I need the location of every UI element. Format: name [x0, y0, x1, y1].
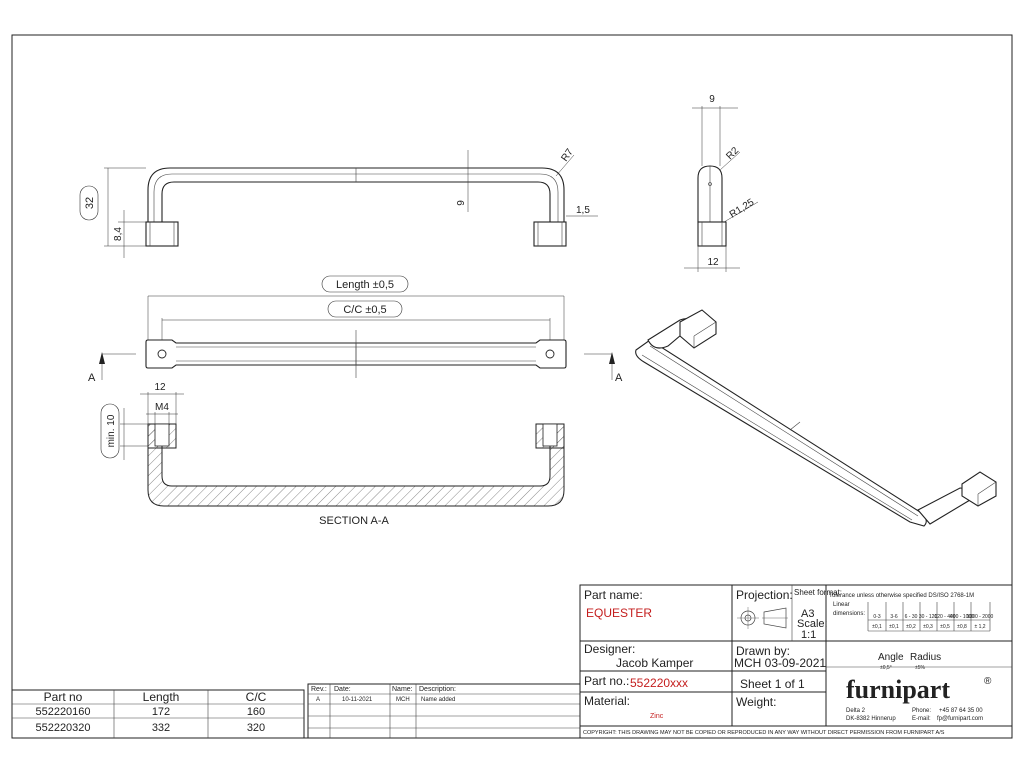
- title-block: Part name: EQUESTER Projection: Sheet fo…: [579, 584, 1013, 739]
- weight-label: Weight:: [736, 695, 776, 709]
- rev-header: Name:: [392, 686, 413, 693]
- side-9-label: 9: [709, 94, 715, 105]
- rev-cell: 10-11-2021: [342, 697, 373, 703]
- tol-value: ±0,3: [923, 624, 933, 630]
- parts-table: Part no Length C/C 552220160 172 160 552…: [11, 689, 305, 739]
- m4-label: M4: [155, 402, 169, 413]
- tol-range: 120 - 400: [934, 614, 955, 620]
- company-logo: furnipart: [846, 675, 950, 704]
- length-label: Length ±0,5: [336, 279, 394, 291]
- tol-range: 0-3: [873, 614, 880, 620]
- parts-cell: 320: [247, 722, 265, 734]
- radius-label: Radius: [910, 652, 941, 663]
- tol-range: 30 - 120: [919, 614, 938, 620]
- parts-header-partno: Part no: [44, 690, 83, 704]
- phone-value: +45 87 64 35 00: [939, 708, 983, 714]
- scale-label: Scale:: [797, 618, 828, 630]
- part-no-value: 552220xxx: [630, 676, 688, 690]
- linear-label: Linear: [833, 602, 850, 608]
- min10-label: min. 10: [106, 414, 117, 447]
- parts-header-cc: C/C: [246, 690, 267, 704]
- tol-range: 400 - 1000: [950, 614, 974, 620]
- section-12-label: 12: [154, 382, 166, 393]
- company-address-2: DK-8382 Hinnerup: [846, 716, 896, 722]
- material-value: Zinc: [650, 713, 664, 720]
- designer-label: Designer:: [584, 642, 635, 656]
- tolerance-grid: [867, 602, 991, 632]
- section-view: 12 M4 min. 10 SECTION A-A: [100, 382, 565, 527]
- isometric-view: [635, 309, 997, 527]
- r2-label: R2: [724, 145, 741, 162]
- material-label: Material:: [584, 694, 630, 708]
- top-view: Length ±0,5 C/C ±0,5 A A: [88, 275, 623, 384]
- phone-label: Phone:: [912, 708, 931, 714]
- sheet-info: Sheet 1 of 1: [740, 677, 805, 691]
- tol-value: ±0,2: [906, 624, 916, 630]
- height-32-label: 32: [84, 197, 96, 209]
- dim-1-5-label: 1,5: [576, 205, 590, 216]
- parts-header-length: Length: [143, 690, 180, 704]
- tolerance-title: Tolerance unless otherwise specified DS/…: [829, 593, 974, 599]
- sheet-format-value: A3: [801, 608, 814, 620]
- projection-symbol-icon: [737, 607, 788, 629]
- drawn-by-label: Drawn by:: [736, 644, 790, 658]
- email-value: fp@furnipart.com: [937, 716, 983, 722]
- part-no-label: Part no.:: [584, 674, 629, 688]
- rev-cell: A: [316, 697, 320, 703]
- tol-value: ±0,1: [872, 624, 882, 630]
- rev-header: Description:: [419, 686, 456, 693]
- rev-cell: Name added: [421, 697, 455, 703]
- email-label: E-mail:: [912, 716, 931, 722]
- projection-label: Projection:: [736, 588, 793, 602]
- company-address-1: Delta 2: [846, 708, 866, 714]
- tol-value: ± 1,2: [974, 624, 985, 630]
- dimensions-label: dimensions:: [833, 611, 865, 617]
- tol-value: ±0,5: [940, 624, 950, 630]
- dim-9-front-label: 9: [456, 200, 467, 206]
- part-name-value: EQUESTER: [586, 606, 652, 620]
- tol-range: 1000 - 2000: [967, 614, 994, 620]
- r1-25-label: R1,25: [728, 197, 757, 221]
- registered-mark: ®: [984, 676, 992, 687]
- angle-label: Angle: [878, 652, 904, 663]
- side-view: 9 R2 R1,25 12: [684, 94, 759, 272]
- designer-value: Jacob Kamper: [616, 656, 693, 670]
- angle-value: ±0,5°: [880, 665, 892, 671]
- parts-cell: 552220320: [35, 722, 90, 734]
- revision-table: Rev.: Date: Name: Description: A 10-11-2…: [307, 683, 581, 739]
- front-view: 32 8,4 9 R7 1,5: [79, 147, 598, 258]
- parts-cell: 160: [247, 706, 265, 718]
- tol-range: 6 - 30: [905, 614, 918, 620]
- rev-cell: MCH: [396, 697, 410, 703]
- tol-value: ±0,1: [889, 624, 899, 630]
- side-12-label: 12: [707, 257, 719, 268]
- cc-label: C/C ±0,5: [343, 304, 386, 316]
- parts-cell: 332: [152, 722, 170, 734]
- section-title: SECTION A-A: [319, 515, 389, 527]
- tol-value: ±0,8: [957, 624, 967, 630]
- parts-cell: 552220160: [35, 706, 90, 718]
- height-8-4-label: 8,4: [113, 227, 124, 241]
- part-name-label: Part name:: [584, 588, 643, 602]
- sheet-format-label: Sheet format:: [794, 588, 842, 597]
- tol-range: 3-6: [890, 614, 897, 620]
- r7-label: R7: [559, 147, 576, 164]
- parts-cell: 172: [152, 706, 170, 718]
- copyright-text: COPYRIGHT: THIS DRAWING MAY NOT BE COPIE…: [583, 730, 945, 736]
- rev-header: Rev.:: [311, 686, 327, 693]
- rev-header: Date:: [334, 686, 351, 693]
- drawn-by-value: MCH 03-09-2021: [734, 656, 826, 670]
- radius-value: ±5%: [915, 665, 926, 671]
- scale-value: 1:1: [801, 629, 816, 641]
- section-marker-right: A: [615, 372, 623, 384]
- section-marker-left: A: [88, 372, 96, 384]
